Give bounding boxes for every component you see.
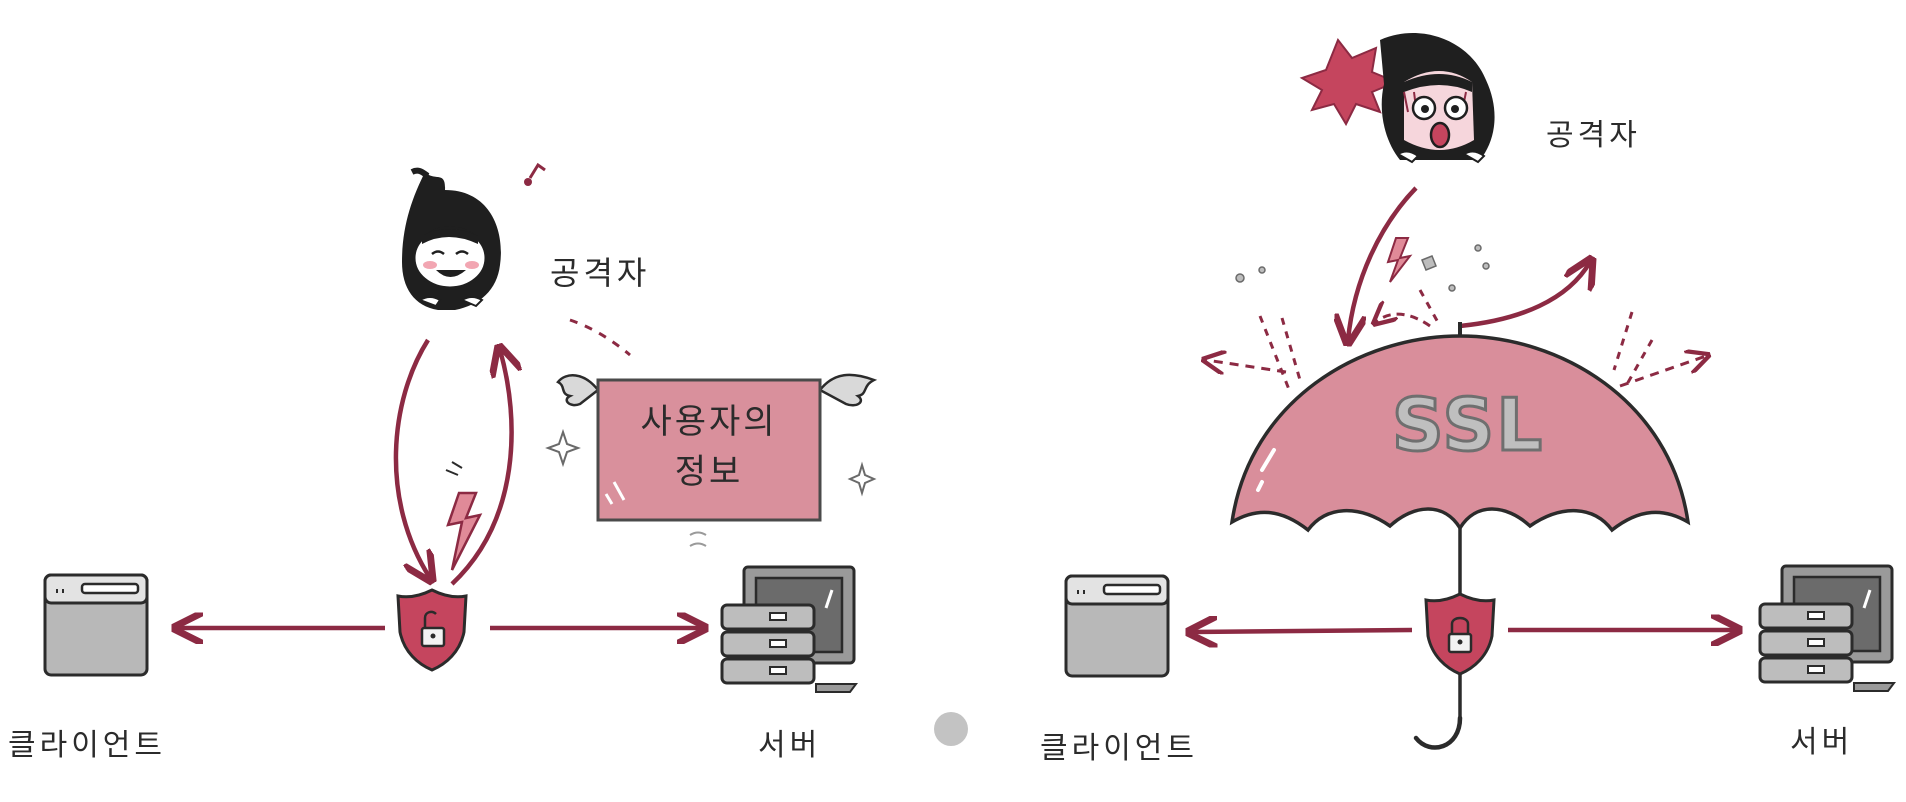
arrow-dashed-right [1619, 356, 1706, 388]
server-computer-icon [720, 565, 858, 693]
music-note-icon [524, 162, 546, 186]
shield-lock-icon [396, 588, 468, 672]
attacker-label-right: 공격자 [1546, 118, 1641, 153]
explosion-icon [1299, 38, 1399, 127]
stolen-info-sign: 사용자의 정보 [556, 318, 878, 522]
arrow-deflect-dashed-small [1376, 314, 1431, 326]
debris [1235, 244, 1490, 292]
arrow-dashed-left [1206, 360, 1287, 372]
info-sign-line2: 정보 [675, 452, 744, 492]
arrow-intercept-up [450, 350, 512, 586]
arrow-attack-down [1348, 186, 1418, 340]
arrow-to-client-right [1192, 630, 1413, 632]
client-device-icon [1064, 574, 1170, 678]
attacker-icon [402, 167, 501, 310]
arrow-deflect [1459, 262, 1590, 329]
attacker-icon [1380, 33, 1495, 164]
server-label: 서버 [758, 728, 821, 763]
umbrella-ssl-text: SSL [1392, 383, 1544, 467]
client-label-right: 클라이언트 [1040, 731, 1198, 766]
left-panel: 클라이언트 [8, 162, 878, 763]
impact-lines [1258, 289, 1654, 393]
lightning-icon [445, 461, 483, 571]
lightning-icon [1386, 237, 1413, 283]
umbrella-icon: SSL [1229, 322, 1691, 750]
arrow-intercept-down [393, 338, 430, 578]
shield-lock-icon [1424, 592, 1496, 676]
server-computer-icon [1758, 564, 1896, 692]
client-label: 클라이언트 [8, 728, 166, 763]
sparkle-icon [545, 428, 877, 547]
info-sign-line1: 사용자의 [640, 402, 777, 442]
carousel-page-dot[interactable] [934, 712, 968, 746]
server-label-right: 서버 [1790, 725, 1853, 760]
right-panel: 공격자 [1040, 33, 1896, 766]
client-device-icon [43, 573, 149, 677]
attacker-label: 공격자 [550, 254, 650, 292]
